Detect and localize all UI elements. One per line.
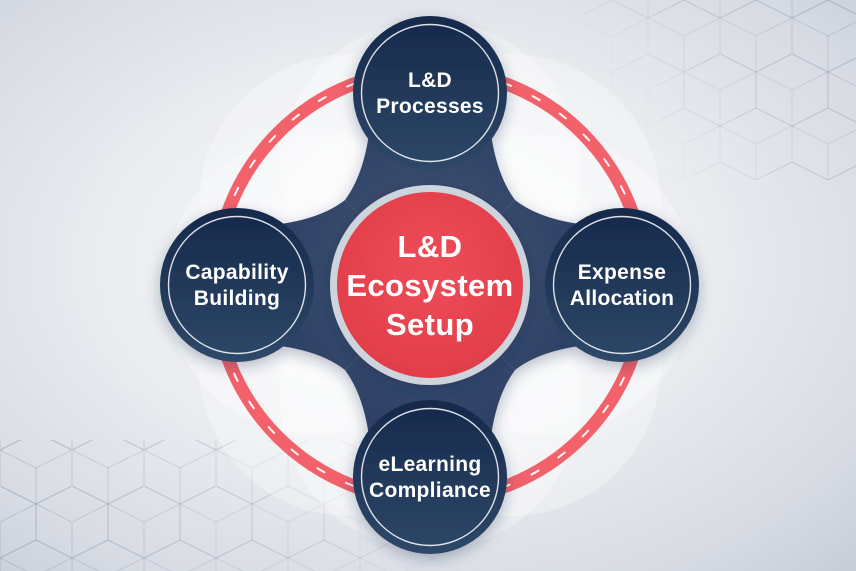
center-label-line-2: Ecosystem xyxy=(346,268,513,303)
node-right-label: Expense Allocation xyxy=(570,261,675,310)
node-top-circle xyxy=(353,16,507,170)
node-left-label-line-2: Building xyxy=(194,287,280,310)
node-bottom-label-line-2: Compliance xyxy=(369,479,491,502)
node-top-label-line-1: L&D xyxy=(408,69,452,92)
node-right-label-line-2: Allocation xyxy=(570,287,675,310)
node-top-label: L&D Processes xyxy=(376,69,484,118)
center-label-line-1: L&D xyxy=(398,229,463,264)
node-left-label-line-1: Capability xyxy=(185,261,288,284)
center-circle xyxy=(337,192,523,378)
center-label-line-3: Setup xyxy=(386,307,474,342)
node-bottom-label-line-1: eLearning xyxy=(378,453,481,476)
node-right-circle xyxy=(545,208,699,362)
node-right-label-line-1: Expense xyxy=(578,261,666,284)
node-left-label: Capability Building xyxy=(185,261,288,310)
inner-rings xyxy=(167,23,692,547)
node-top-label-line-2: Processes xyxy=(376,95,484,118)
cube-pattern-top-right xyxy=(580,0,856,180)
node-left-circle xyxy=(160,208,314,362)
center-label: L&D Ecosystem Setup xyxy=(346,229,513,342)
node-bottom-circle xyxy=(353,400,507,554)
node-bottom-label: eLearning Compliance xyxy=(369,453,491,502)
